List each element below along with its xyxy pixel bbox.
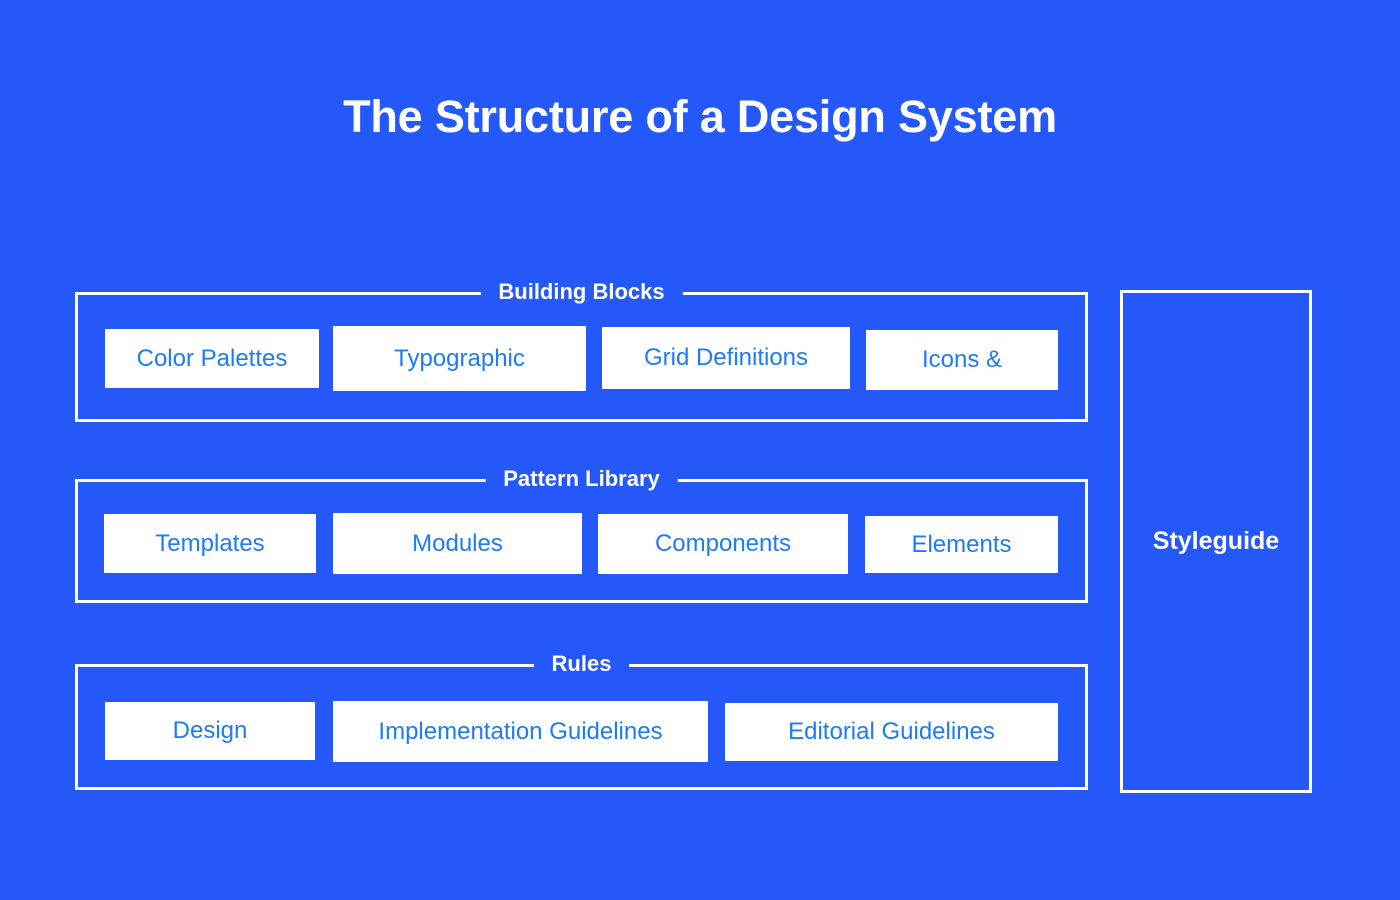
item-chip[interactable]: Typographic bbox=[333, 326, 586, 391]
item-chip[interactable]: Design bbox=[105, 702, 315, 760]
item-chip[interactable]: Implementation Guidelines bbox=[333, 701, 708, 762]
styleguide-panel: Styleguide bbox=[1120, 290, 1312, 793]
item-chip[interactable]: Grid Definitions bbox=[602, 327, 850, 389]
styleguide-label: Styleguide bbox=[1152, 527, 1280, 555]
item-chip[interactable]: Icons & bbox=[866, 330, 1058, 390]
item-chip[interactable]: Modules bbox=[333, 513, 582, 574]
section-label: Pattern Library bbox=[485, 464, 678, 494]
item-chip[interactable]: Editorial Guidelines bbox=[725, 703, 1058, 761]
item-chip[interactable]: Color Palettes bbox=[105, 329, 319, 388]
item-chip[interactable]: Elements bbox=[865, 516, 1058, 573]
section-label: Rules bbox=[533, 649, 630, 679]
section-label: Building Blocks bbox=[480, 277, 683, 307]
item-chip[interactable]: Templates bbox=[104, 514, 316, 573]
page-title: The Structure of a Design System bbox=[343, 91, 1057, 142]
item-chip[interactable]: Components bbox=[598, 514, 848, 574]
